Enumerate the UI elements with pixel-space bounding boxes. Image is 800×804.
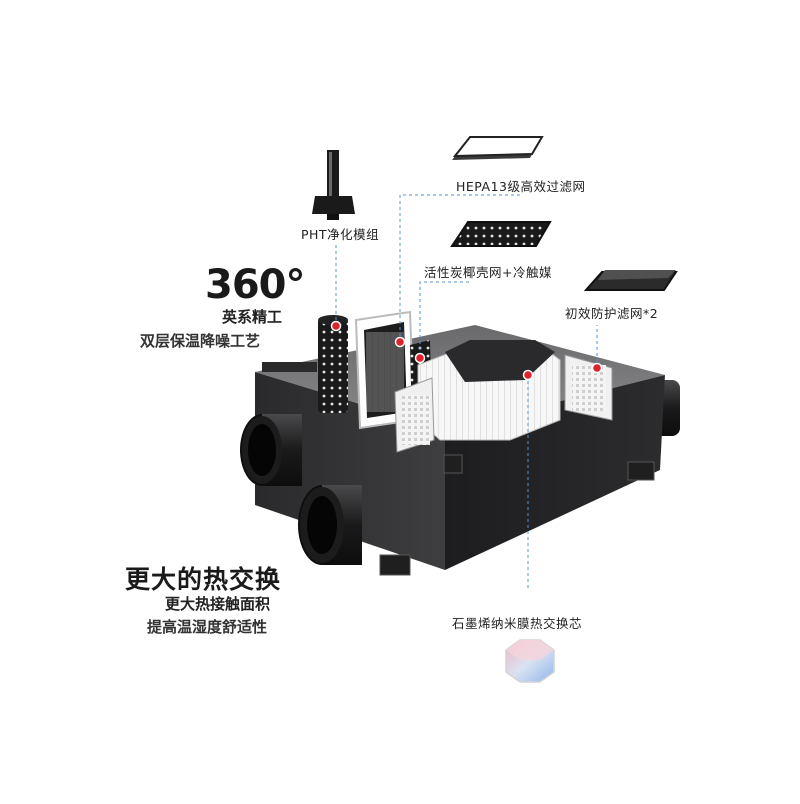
label-heat-core: 石墨烯纳米膜热交换芯	[452, 616, 583, 631]
headline-360-line2: 双层保温降噪工艺	[140, 332, 261, 350]
front-duct-left	[240, 414, 302, 486]
leader-lines	[335, 194, 598, 590]
label-pht: PHT净化模组	[301, 227, 380, 242]
headline-360: 360°	[205, 262, 305, 308]
heat-exchange-core-icon	[505, 639, 555, 683]
headline-heat-line1: 更大热接触面积	[165, 595, 271, 613]
internal-primary-panel-left	[394, 377, 435, 453]
hepa-filter-sheet	[452, 136, 544, 160]
label-hepa: HEPA13级高效过滤网	[456, 179, 586, 194]
label-carbon: 活性炭椰壳网+冷触媒	[424, 265, 552, 280]
front-duct-right	[298, 485, 362, 565]
headline-heat-exchange: 更大的热交换	[125, 565, 282, 594]
internal-pht-cylinder	[318, 315, 348, 413]
pht-module	[312, 150, 355, 220]
internal-primary-panel-right	[564, 354, 613, 421]
headline-heat-line2: 提高温湿度舒适性	[147, 618, 268, 636]
label-primary-filter: 初效防护滤网*2	[565, 306, 659, 321]
headline-360-line1: 英系精工	[222, 308, 283, 326]
callout-dots	[330, 320, 603, 381]
primary-filter-sheet	[583, 270, 678, 291]
carbon-filter-sheet	[450, 221, 552, 247]
